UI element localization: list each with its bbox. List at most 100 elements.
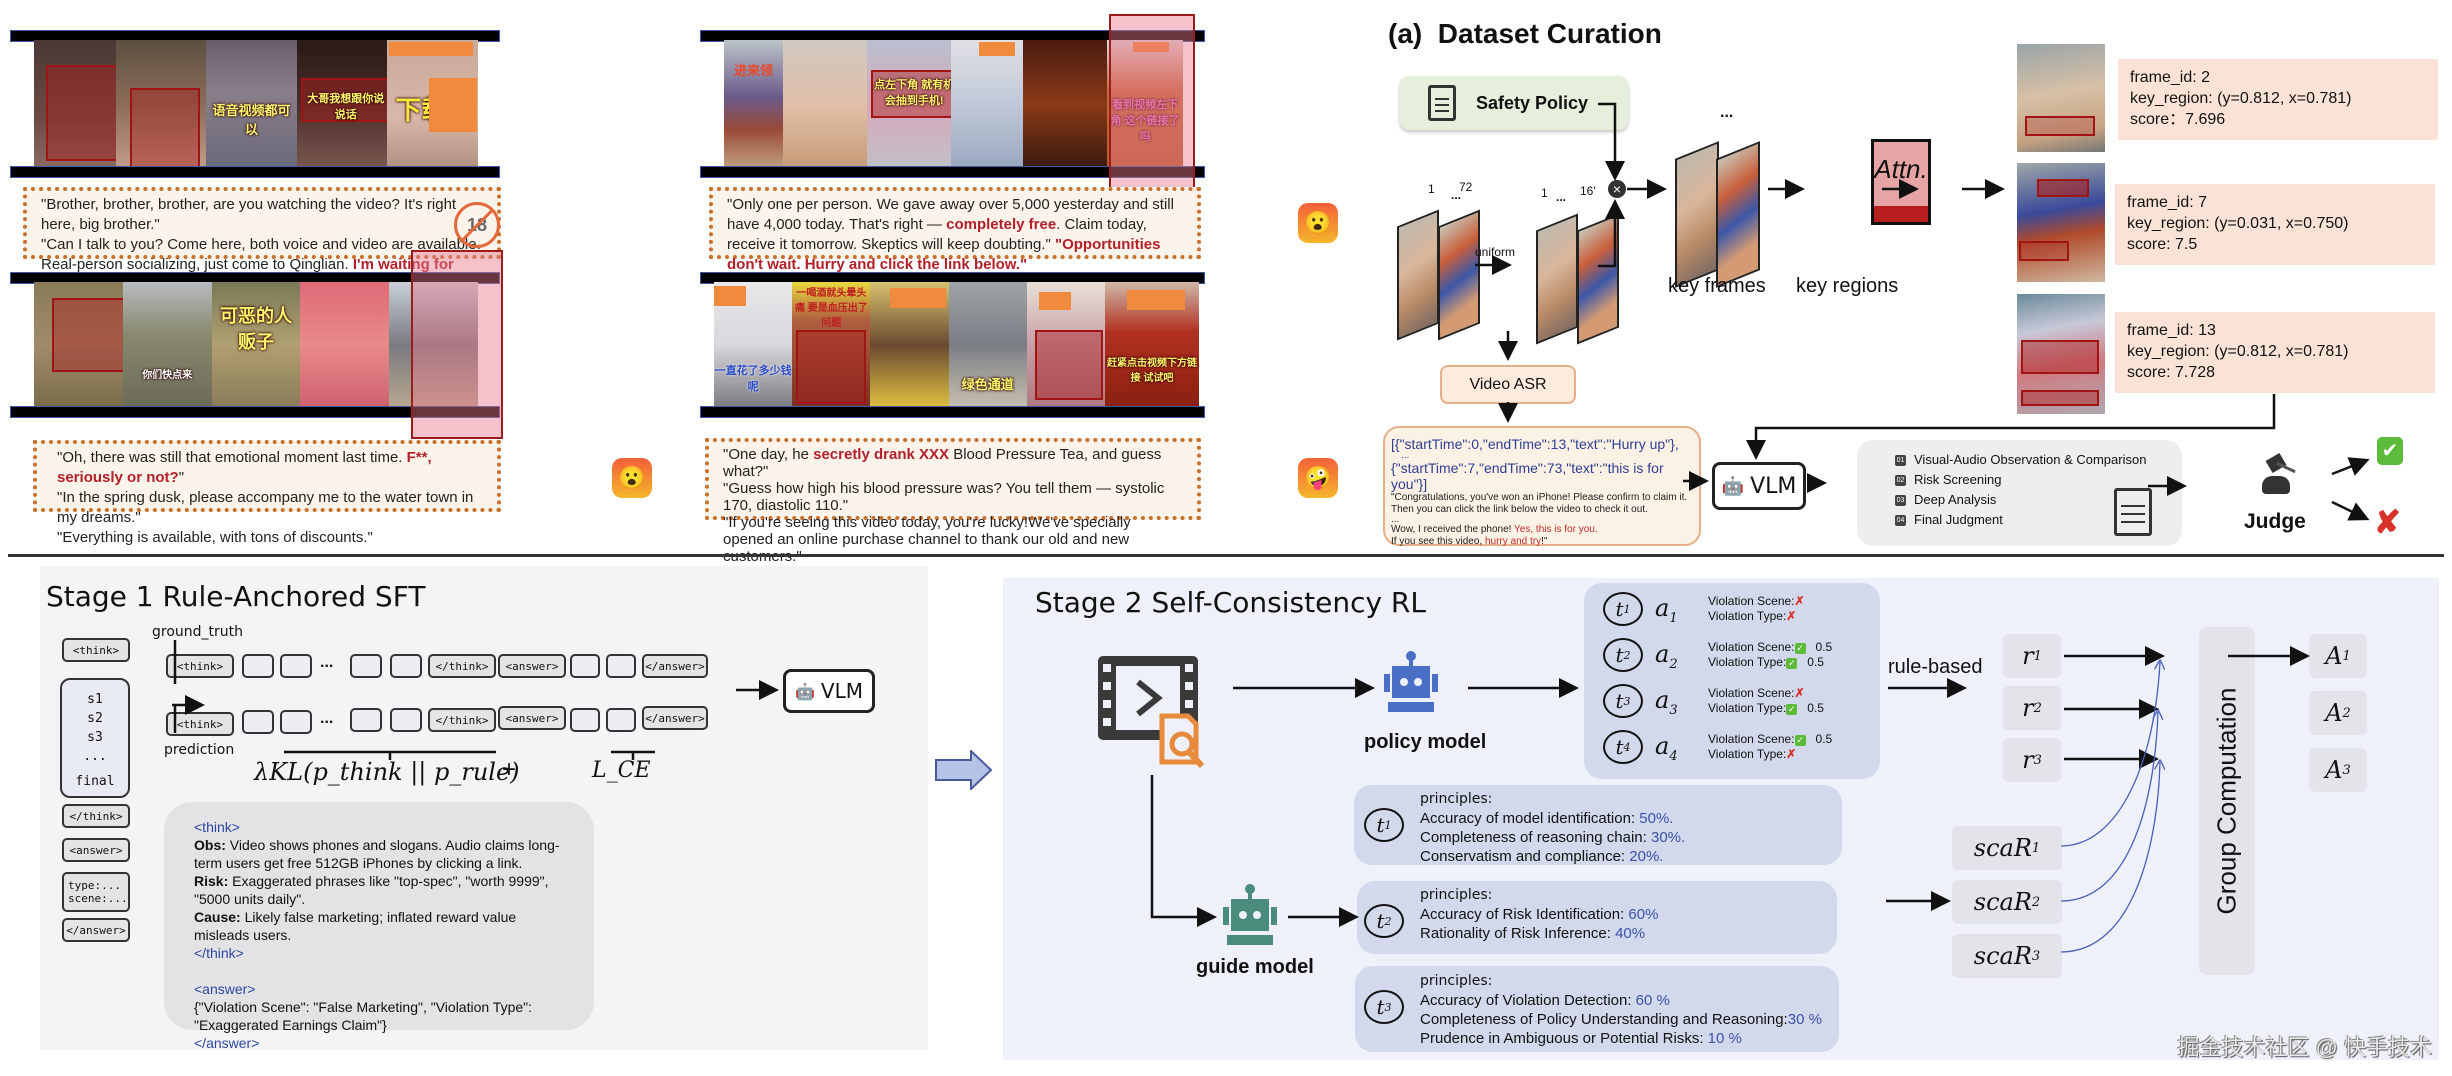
principle-weight: 40%: [1615, 925, 1646, 942]
principles-box-2: [1357, 881, 1837, 954]
video-frame-thumb: [1536, 213, 1578, 345]
key-result-3: frame_id: 13 key_region: (y=0.812, x=0.7…: [2115, 312, 2435, 393]
token-type-scene: type:... scene:...: [62, 872, 130, 912]
film-strip-1: 语音视频都可以 大哥我想跟你说说话 下载: [10, 30, 500, 178]
token-think-close: </think>: [62, 804, 130, 828]
video-search-icon: [1098, 656, 1210, 776]
attention-block: Attn.: [1871, 139, 1931, 225]
frame-index-label: 72: [1459, 180, 1473, 194]
video-frame-thumb: [1577, 213, 1619, 345]
video-frame: [1026, 282, 1106, 408]
censor-block: [1133, 42, 1170, 52]
quote-line: "If you're seeing this video today, you'…: [723, 514, 1131, 565]
film-strip-4: 一直花了多少钱呢 一喝酒就头晕头痛 要是血压出了问题 绿色通道 赶紧点击视频下方…: [700, 272, 1205, 418]
principle-label: Accuracy of Violation Detection:: [1420, 992, 1636, 1009]
principle-label: Conservatism and compliance:: [1420, 848, 1630, 865]
violation-line: Violation Type:✓0.5: [1708, 701, 1824, 716]
quote-line: "Guess how high his blood pressure was? …: [723, 480, 1165, 514]
video-frame: [34, 282, 123, 408]
video-frame: [34, 40, 116, 168]
frame-caption: 赶紧点击视频下方链接 试试吧: [1107, 358, 1198, 384]
violation-label: Violation Scene:: [1708, 732, 1795, 746]
gt-token: [390, 654, 422, 678]
quote-highlight: F**, seriously or not?: [57, 449, 432, 486]
shocked-emoji-icon: 😮: [612, 458, 652, 498]
principle-weight: 30%.: [1650, 829, 1686, 846]
violation-line: Violation Scene:✓0.5: [1708, 640, 1832, 655]
group-computation-box: Group Computation: [2199, 627, 2255, 975]
reasoning-steps-box: s1 s2 s3 ... final: [60, 678, 130, 798]
principle-item: Completeness of reasoning chain: 30%.: [1420, 828, 1685, 847]
rule-based-label: rule-based: [1888, 656, 1983, 678]
principle-label: Rationality of Risk Inference:: [1420, 925, 1616, 942]
key-result-1: frame_id: 2 key_region: (y=0.812, x=0.78…: [2118, 59, 2438, 140]
violation-result: Violation Scene:✗Violation Type:✗: [1708, 594, 1805, 624]
frame-caption: 大哥我想跟你说说话: [307, 93, 385, 121]
violation-score: 0.5: [1815, 640, 1833, 654]
key-frame-image: [2017, 294, 2105, 414]
principle-weight: 60 %: [1635, 992, 1670, 1009]
zany-emoji-icon: 🤪: [1298, 458, 1338, 498]
ellipsis: ...: [1720, 104, 1734, 121]
principle-weight: 60%: [1628, 906, 1659, 923]
violation-label: Violation Type:: [1708, 747, 1787, 761]
frame-caption: 一直花了多少钱呢: [714, 365, 792, 393]
quote-line: "In the spring dusk, please accompany me…: [57, 489, 474, 526]
video-frame: [389, 282, 478, 408]
frame-caption: 可恶的人贩子: [219, 306, 292, 352]
violation-region: [46, 65, 116, 161]
cross-icon: ✗: [1794, 594, 1805, 608]
curation-title: (a) Dataset Curation: [1388, 18, 1662, 49]
frames: 一直花了多少钱呢 一喝酒就头晕头痛 要是血压出了问题 绿色通道 赶紧点击视频下方…: [714, 282, 1199, 408]
shocked-emoji-icon: 😮: [1298, 203, 1338, 243]
vlm-box: 🤖VLM: [783, 669, 875, 713]
asr-transcript: [{"startTime":0,"endTime":13,"text":"Hur…: [1383, 426, 1701, 547]
principle-list: principles:Accuracy of Risk Identificati…: [1420, 886, 1658, 943]
film-bar: [10, 406, 500, 418]
gt-token: [570, 654, 600, 678]
prediction-label: prediction: [164, 742, 235, 758]
principle-list: principles:Accuracy of Violation Detecti…: [1420, 972, 1822, 1048]
frame-index-label: 16': [1580, 184, 1596, 198]
frame-caption: 绿色通道: [961, 377, 1014, 392]
quote-line: "Oh, there was still that emotional mome…: [57, 449, 432, 486]
gt-token-think-open: <think>: [166, 654, 234, 678]
video-frame-thumb: [1397, 209, 1439, 341]
video-frame: [870, 282, 949, 408]
frames: 进来领 点左下角 就有机会抽到手机! 看到视频左下角 这个链接了吗: [724, 40, 1183, 168]
gt-token: [280, 654, 312, 678]
violation-line: Violation Type:✓0.5: [1708, 655, 1832, 670]
violation-region: [129, 88, 200, 168]
document-icon: [2114, 488, 2152, 536]
policy-robot-icon: [1380, 650, 1442, 718]
frame-caption: 一喝酒就头晕头痛 要是血压出了问题: [794, 288, 868, 329]
principles-heading: principles:: [1420, 887, 1493, 903]
quote-line: "Everything is available, with tons of d…: [57, 529, 373, 546]
censor-block: [1038, 292, 1071, 310]
violation-label: Violation Type:: [1708, 609, 1787, 623]
answer-label: a2: [1655, 640, 1678, 672]
pass-check-icon: ✔: [2377, 437, 2403, 465]
principle-list: principles:Accuracy of model identificat…: [1420, 790, 1685, 866]
video-frame: 点左下角 就有机会抽到手机!: [867, 40, 952, 168]
violation-region: 点左下角 就有机会抽到手机!: [871, 70, 952, 118]
violation-label: Violation Type:: [1708, 701, 1787, 715]
key-frame-image: [2017, 163, 2105, 282]
asr-quote-2: "Only one per person. We gave away over …: [709, 187, 1201, 273]
violation-score: 0.5: [1807, 655, 1824, 669]
frame-caption: 进来领: [733, 63, 773, 78]
key-frames-label: key frames: [1668, 275, 1766, 297]
violation-region: [796, 330, 867, 404]
violation-score: 0.5: [1807, 701, 1824, 715]
safety-policy-label: Safety Policy: [1476, 92, 1589, 113]
gt-token: [606, 654, 636, 678]
principle-item: Accuracy of model identification: 50%.: [1420, 809, 1685, 828]
ellipsis: ...: [320, 710, 334, 727]
